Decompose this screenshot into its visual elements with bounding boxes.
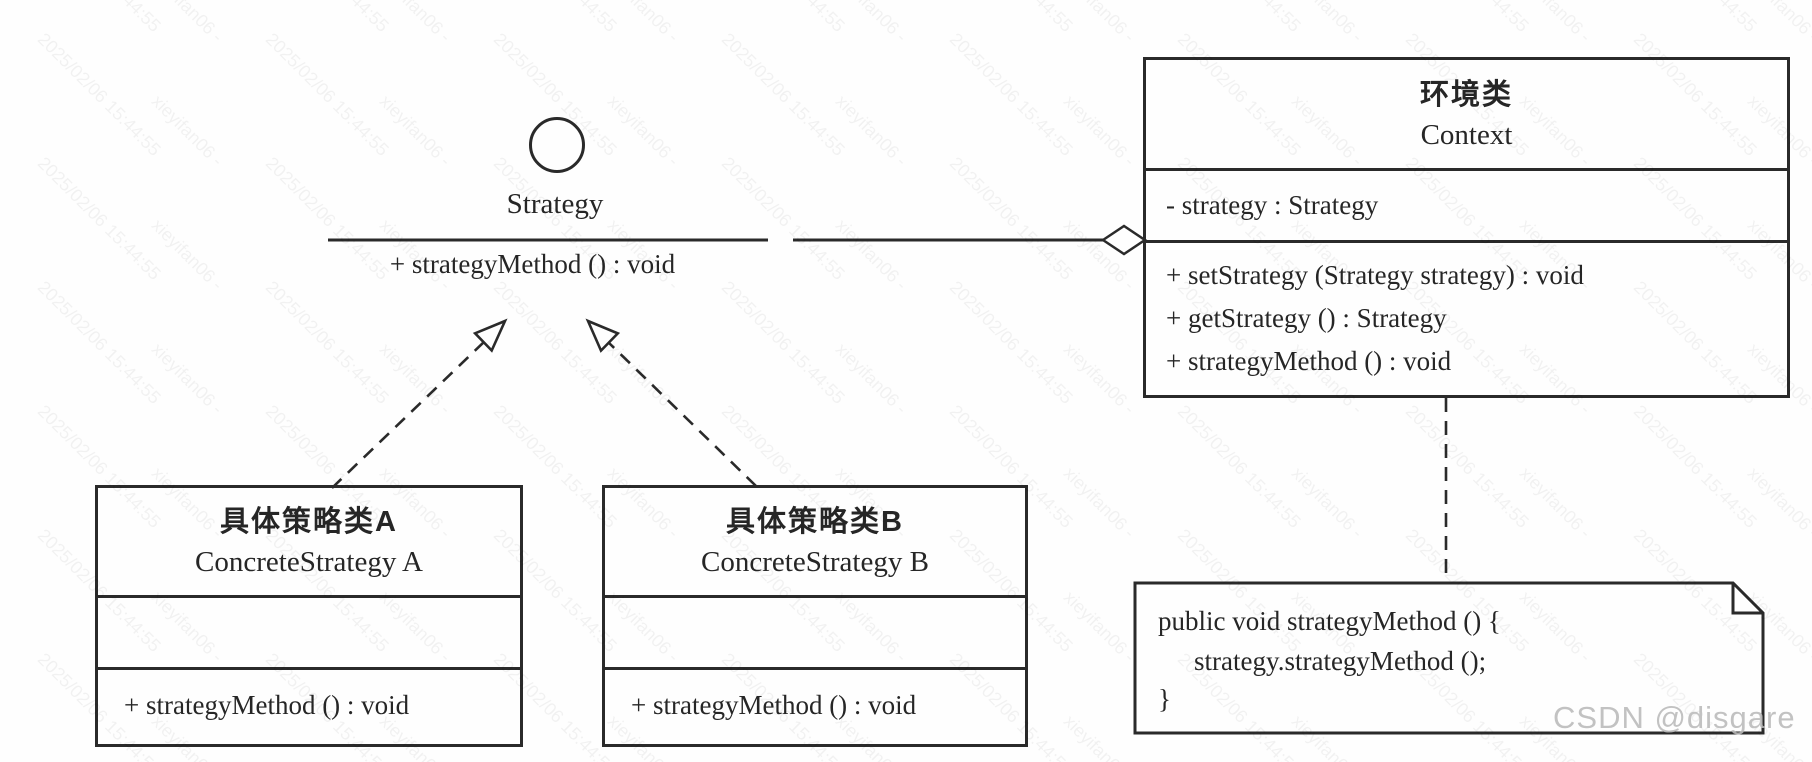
interface-lollipop-icon [529, 117, 585, 173]
realization-arrow-b-line [605, 339, 757, 487]
realization-arrow-a-line [331, 339, 487, 489]
context-method-set: + setStrategy (Strategy strategy) : void [1166, 260, 1584, 290]
context-methods-section: + setStrategy (Strategy strategy) : void… [1146, 243, 1787, 383]
concrete-a-title-en: ConcreteStrategy A [195, 546, 423, 578]
concrete-a-title-zh: 具体策略类A [220, 506, 398, 538]
concrete-strategy-b-box: 具体策略类B ConcreteStrategy B + strategyMeth… [602, 485, 1028, 747]
note-fold-corner [1731, 583, 1763, 615]
concrete-b-method: + strategyMethod () : void [631, 690, 917, 720]
context-title-en: Context [1420, 118, 1513, 151]
note-code-line-1: public void strategyMethod () { [1158, 606, 1501, 636]
concrete-a-empty-attributes [98, 598, 520, 670]
realization-arrow-a-head [472, 318, 508, 353]
concrete-b-empty-attributes [605, 598, 1025, 670]
note-code-line-2: strategy.strategyMethod (); [1194, 646, 1487, 676]
context-class-box: 环境类 Context - strategy : Strategy + setS… [1143, 57, 1790, 398]
concrete-strategy-a-box: 具体策略类A ConcreteStrategy A + strategyMeth… [95, 485, 523, 747]
context-method-strategy: + strategyMethod () : void [1166, 346, 1452, 376]
concrete-a-title-section: 具体策略类A ConcreteStrategy A [98, 488, 520, 598]
note-shape [1133, 581, 1765, 735]
context-method-get: + getStrategy () : Strategy [1166, 303, 1447, 333]
context-attribute: - strategy : Strategy [1146, 171, 1787, 243]
concrete-b-title-section: 具体策略类B ConcreteStrategy B [605, 488, 1025, 598]
realization-arrow-b-head [585, 318, 621, 353]
concrete-b-title-zh: 具体策略类B [726, 506, 904, 538]
concrete-a-method: + strategyMethod () : void [124, 690, 410, 720]
interface-method: + strategyMethod () : void [389, 249, 676, 279]
aggregation-diamond [1100, 224, 1148, 256]
concrete-b-title-en: ConcreteStrategy B [701, 546, 929, 578]
note-code-line-3: } [1158, 684, 1171, 714]
context-title-zh: 环境类 [1419, 78, 1513, 111]
context-title-section: 环境类 Context [1146, 60, 1787, 171]
interface-name: Strategy [506, 188, 604, 220]
